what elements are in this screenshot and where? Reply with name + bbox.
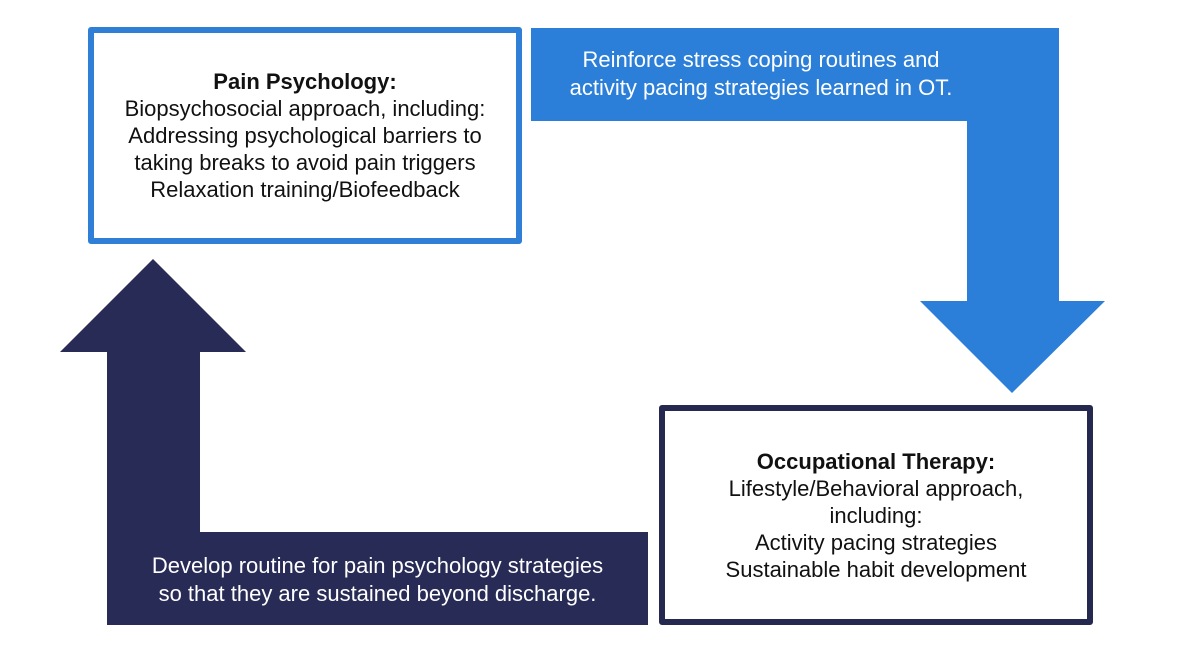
box-line: Activity pacing strategies bbox=[754, 529, 998, 555]
arrow-label-pp-to-ot: Reinforce stress coping routines and act… bbox=[531, 46, 991, 102]
occupational-therapy-box: Occupational Therapy: Lifestyle/Behavior… bbox=[659, 405, 1093, 625]
arrow-label-line: Reinforce stress coping routines and bbox=[582, 47, 940, 72]
box-title: Occupational Therapy: bbox=[756, 448, 996, 474]
blue-bent-arrow-icon bbox=[531, 28, 1105, 393]
box-line: taking breaks to avoid pain triggers bbox=[134, 150, 476, 175]
arrow-label-line: so that they are sustained beyond discha… bbox=[158, 581, 597, 606]
box-line: Biopsychosocial approach, including: bbox=[124, 96, 486, 121]
box-line: Addressing psychological barriers to bbox=[128, 123, 482, 148]
pain-psychology-box: Pain Psychology: Biopsychosocial approac… bbox=[88, 27, 522, 244]
arrow-label-line: Develop routine for pain psychology stra… bbox=[151, 553, 604, 578]
dark-bent-arrow-icon bbox=[60, 259, 648, 625]
box-line: including: bbox=[829, 502, 923, 528]
arrow-label-line: activity pacing strategies learned in OT… bbox=[569, 75, 953, 100]
box-line: Lifestyle/Behavioral approach, bbox=[728, 475, 1024, 501]
box-title: Pain Psychology: bbox=[213, 69, 397, 94]
box-line: Relaxation training/Biofeedback bbox=[150, 177, 460, 202]
arrow-label-ot-to-pp: Develop routine for pain psychology stra… bbox=[107, 552, 648, 608]
box-line: Sustainable habit development bbox=[725, 556, 1027, 582]
